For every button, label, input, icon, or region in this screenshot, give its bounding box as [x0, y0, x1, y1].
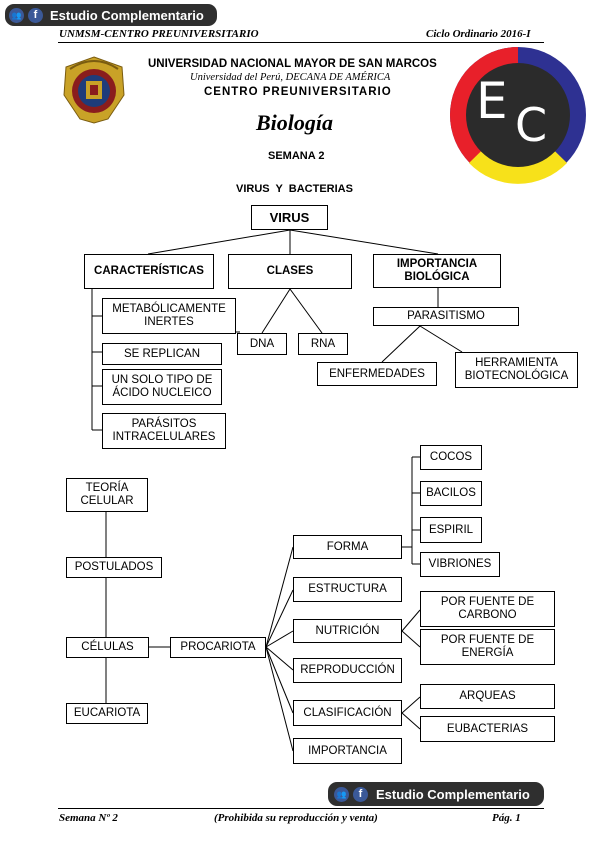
bact-celulas: CÉLULAS — [66, 637, 149, 658]
week-label: SEMANA 2 — [268, 150, 325, 162]
virus-parasitos: PARÁSITOS INTRACELULARES — [102, 413, 226, 449]
virus-clases: CLASES — [228, 254, 352, 289]
facebook-icon: f — [28, 7, 43, 23]
topic-title: VIRUS Y BACTERIAS — [236, 183, 353, 195]
bact-nutricion: NUTRICIÓN — [293, 619, 402, 643]
bact-bacilos: BACILOS — [420, 481, 482, 506]
group-icon: 👥 — [9, 7, 24, 23]
virus-parasitismo: PARASITISMO — [373, 307, 519, 326]
footer-rule — [58, 808, 544, 809]
bact-reproduccion: REPRODUCCIÓN — [293, 658, 402, 683]
bact-cocos: COCOS — [420, 445, 482, 470]
facebook-icon: f — [353, 786, 368, 802]
virus-dna: DNA — [237, 333, 287, 355]
ec-letter-c: C — [515, 98, 548, 152]
footer-left: Semana Nº 2 — [59, 812, 118, 824]
bact-espirilos: ESPIRIL — [420, 517, 482, 543]
header-rule — [58, 42, 544, 43]
footer-center: (Prohibida su reproducción y venta) — [214, 812, 378, 824]
bact-eubacterias: EUBACTERIAS — [420, 716, 555, 742]
virus-se-replican: SE REPLICAN — [102, 343, 222, 365]
university-seal-icon — [60, 55, 128, 125]
badge-label: Estudio Complementario — [50, 7, 204, 23]
bact-clasificacion: CLASIFICACIÓN — [293, 700, 402, 726]
header-right: Ciclo Ordinario 2016-I — [426, 28, 531, 40]
virus-un-solo-tipo: UN SOLO TIPO DE ÁCIDO NUCLEICO — [102, 369, 222, 405]
virus-rna: RNA — [298, 333, 348, 355]
header-left: UNMSM-CENTRO PREUNIVERSITARIO — [59, 28, 259, 40]
ec-logo-icon: E C — [449, 46, 587, 184]
social-badge-bottom[interactable]: 👥 f Estudio Complementario — [328, 782, 544, 806]
virus-importancia: IMPORTANCIA BIOLÓGICA — [373, 254, 501, 288]
bact-fuente-carbono: POR FUENTE DE CARBONO — [420, 591, 555, 627]
virus-enfermedades: ENFERMEDADES — [317, 362, 437, 386]
center-name: CENTRO PREUNIVERSITARIO — [204, 86, 392, 98]
virus-caracteristicas: CARACTERÍSTICAS — [84, 254, 214, 289]
virus-herramienta: HERRAMIENTA BIOTECNOLÓGICA — [455, 352, 578, 388]
bact-eucariota: EUCARIOTA — [66, 703, 148, 724]
university-tagline: Universidad del Perú, DECANA DE AMÉRICA — [190, 72, 391, 83]
social-badge-top[interactable]: 👥 f Estudio Complementario — [5, 4, 217, 26]
bact-vibriones: VIBRIONES — [420, 552, 500, 577]
bact-arqueas: ARQUEAS — [420, 684, 555, 709]
subject-title: Biología — [256, 110, 334, 135]
footer-right: Pág. 1 — [492, 812, 521, 824]
group-icon: 👥 — [334, 786, 349, 802]
bact-estructura: ESTRUCTURA — [293, 577, 402, 602]
bact-forma: FORMA — [293, 535, 402, 559]
virus-root: VIRUS — [251, 205, 328, 230]
bact-teoria: TEORÍA CELULAR — [66, 478, 148, 512]
bact-procariota: PROCARIOTA — [170, 637, 266, 658]
badge-label: Estudio Complementario — [376, 786, 530, 802]
ec-letter-e: E — [476, 72, 508, 130]
virus-metabolicamente: METABÓLICAMENTE INERTES — [102, 298, 236, 334]
bact-postulados: POSTULADOS — [66, 557, 162, 578]
bact-fuente-energia: POR FUENTE DE ENERGÍA — [420, 629, 555, 665]
university-name: UNIVERSIDAD NACIONAL MAYOR DE SAN MARCOS — [148, 58, 437, 70]
bact-importancia: IMPORTANCIA — [293, 738, 402, 764]
